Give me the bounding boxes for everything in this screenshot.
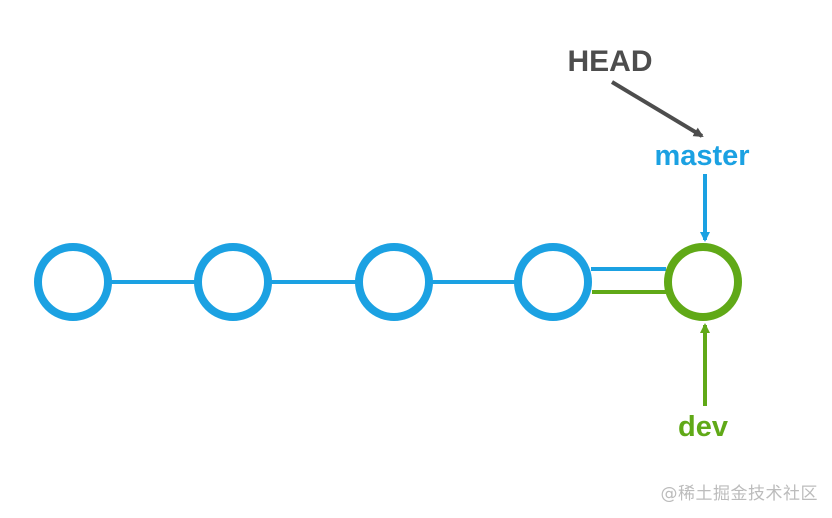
head-label: HEAD [567, 45, 652, 78]
commit-node-5 [664, 243, 742, 321]
head-arrow [610, 80, 704, 138]
master-label: master [654, 140, 749, 172]
commit-node-3 [355, 243, 433, 321]
commit-node-2 [194, 243, 272, 321]
commit-node-1 [34, 243, 112, 321]
watermark-text: @稀土掘金技术社区 [660, 484, 818, 504]
commit-node-4 [514, 243, 592, 321]
dev-label: dev [678, 411, 728, 443]
